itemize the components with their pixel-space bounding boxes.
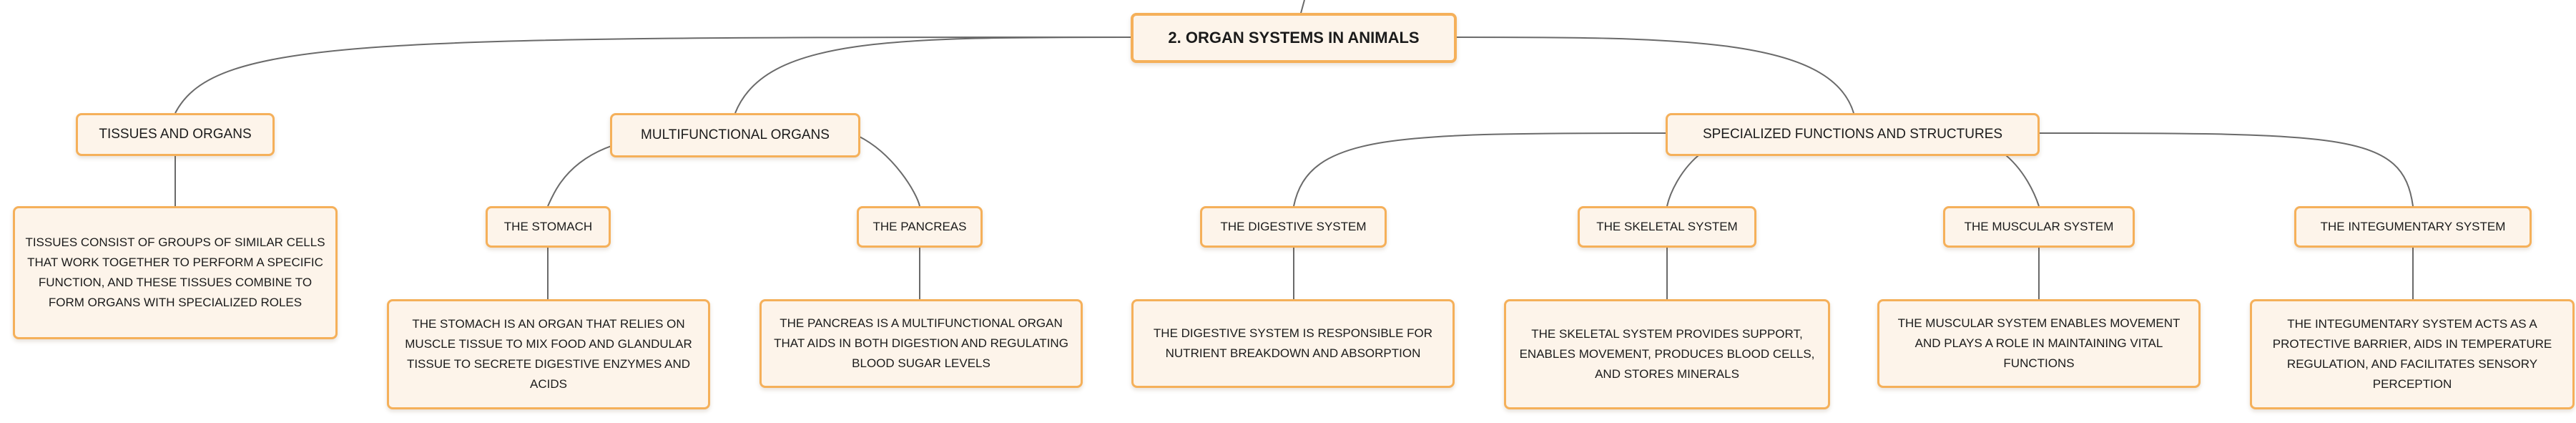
- leaf-muscular-description[interactable]: THE MUSCULAR SYSTEM ENABLES MOVEMENT AND…: [1877, 299, 2201, 388]
- root-node[interactable]: 2. ORGAN SYSTEMS IN ANIMALS: [1131, 13, 1457, 63]
- connector-specialized-skeletal: [1666, 152, 1703, 207]
- leaf-pancreas-description[interactable]: THE PANCREAS IS A MULTIFUNCTIONAL ORGAN …: [759, 299, 1083, 388]
- node-the-integumentary-system[interactable]: THE INTEGUMENTARY SYSTEM: [2294, 206, 2532, 248]
- node-the-digestive-system[interactable]: THE DIGESTIVE SYSTEM: [1200, 206, 1387, 248]
- leaf-stomach-description[interactable]: THE STOMACH IS AN ORGAN THAT RELIES ON M…: [387, 299, 710, 409]
- branch-multifunctional-organs[interactable]: MULTIFUNCTIONAL ORGANS: [610, 113, 860, 157]
- connector-root-multifunctional: [734, 37, 1134, 114]
- leaf-tissues-description[interactable]: TISSUES CONSIST OF GROUPS OF SIMILAR CEL…: [13, 206, 338, 339]
- node-the-muscular-system[interactable]: THE MUSCULAR SYSTEM: [1943, 206, 2135, 248]
- node-the-pancreas[interactable]: THE PANCREAS: [857, 206, 983, 248]
- connector-root-tissues: [174, 37, 1134, 114]
- connector-multifunctional-pancreas: [857, 135, 920, 207]
- leaf-integumentary-description[interactable]: THE INTEGUMENTARY SYSTEM ACTS AS A PROTE…: [2250, 299, 2575, 409]
- leaf-digestive-description[interactable]: THE DIGESTIVE SYSTEM IS RESPONSIBLE FOR …: [1131, 299, 1455, 388]
- connector-specialized-muscular: [2002, 152, 2040, 207]
- connector-root-specialized: [1452, 37, 1854, 114]
- branch-specialized-functions[interactable]: SPECIALIZED FUNCTIONS AND STRUCTURES: [1666, 113, 2040, 156]
- node-the-skeletal-system[interactable]: THE SKELETAL SYSTEM: [1578, 206, 1756, 248]
- connector-specialized-digestive: [1293, 132, 1666, 207]
- leaf-skeletal-description[interactable]: THE SKELETAL SYSTEM PROVIDES SUPPORT, EN…: [1504, 299, 1830, 409]
- node-the-stomach[interactable]: THE STOMACH: [486, 206, 611, 248]
- connector-specialized-integumentary: [2039, 132, 2414, 207]
- branch-tissues-and-organs[interactable]: TISSUES AND ORGANS: [76, 113, 275, 156]
